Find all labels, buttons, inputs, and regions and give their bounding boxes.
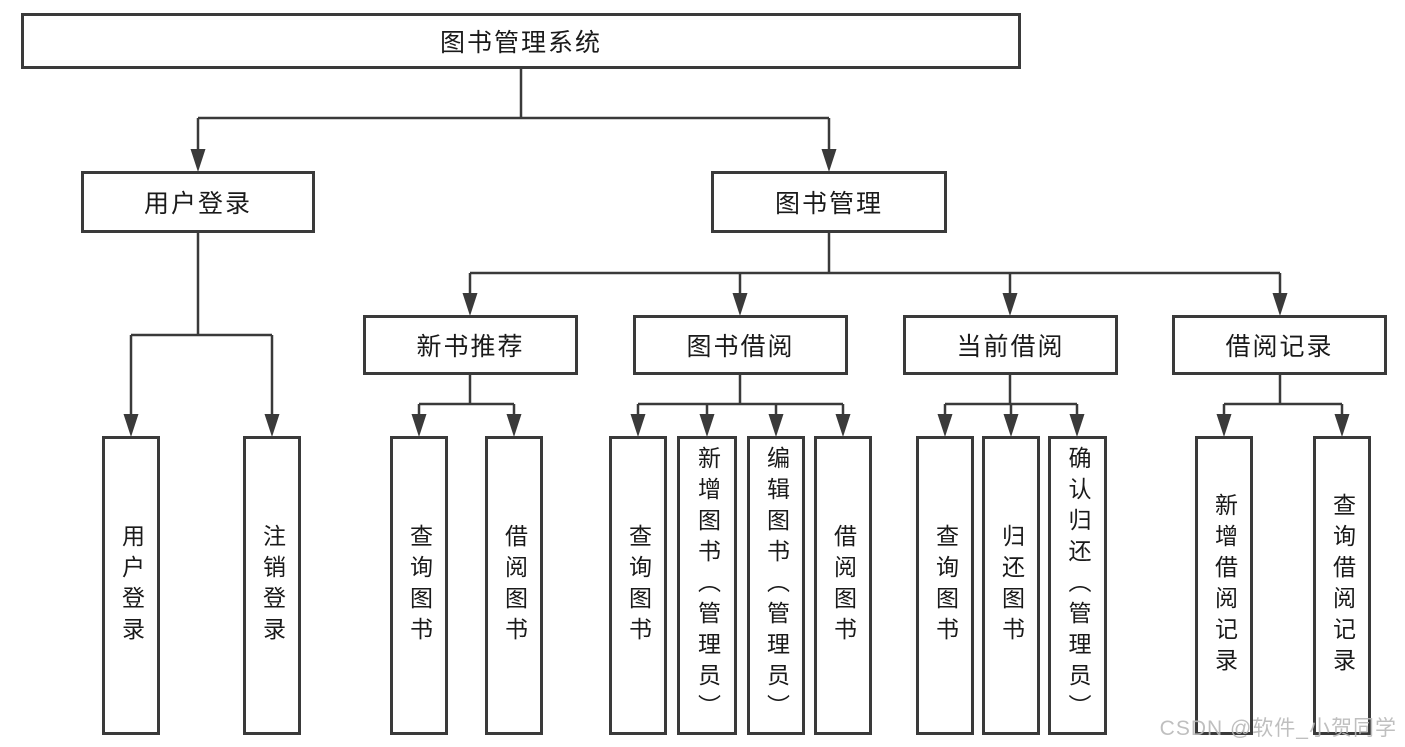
leaf-add-borrow-record-label: 新增借阅记录 [1211,492,1238,679]
node-borrowing-records: 借阅记录 [1172,315,1387,375]
leaf-return-books-label: 归还图书 [998,523,1025,648]
leaf-query-books-current-label: 查询图书 [932,523,959,648]
node-new-book-recommend-label: 新书推荐 [416,333,525,361]
node-book-borrowing: 图书借阅 [633,315,848,375]
node-current-borrowing: 当前借阅 [903,315,1118,375]
leaf-borrow-books-label: 借阅图书 [830,523,857,648]
leaf-edit-books-admin: 编辑图书（管理员） [747,436,805,735]
node-book-management-label: 图书管理 [774,190,883,218]
leaf-query-books-borrowing: 查询图书 [609,436,667,735]
leaf-edit-books-admin-label: 编辑图书（管理员） [763,446,790,725]
leaf-logout: 注销登录 [243,436,301,735]
leaf-borrow-books-recommend-label: 借阅图书 [501,523,528,648]
leaf-confirm-return-admin: 确认归还（管理员） [1048,436,1107,735]
node-root-label: 图书管理系统 [439,29,602,57]
node-book-management: 图书管理 [711,171,947,233]
leaf-borrow-books-recommend: 借阅图书 [485,436,543,735]
node-user-login-label: 用户登录 [143,190,252,218]
leaf-borrow-books: 借阅图书 [814,436,872,735]
node-root: 图书管理系统 [21,13,1021,69]
leaf-user-login: 用户登录 [102,436,160,735]
node-borrowing-records-label: 借阅记录 [1225,333,1334,361]
node-new-book-recommend: 新书推荐 [363,315,578,375]
leaf-add-books-admin: 新增图书（管理员） [677,436,737,735]
leaf-query-books-recommend-label: 查询图书 [406,523,433,648]
leaf-confirm-return-admin-label: 确认归还（管理员） [1065,446,1091,725]
node-book-borrowing-label: 图书借阅 [686,333,795,361]
node-current-borrowing-label: 当前借阅 [956,333,1065,361]
leaf-query-borrow-record: 查询借阅记录 [1313,436,1371,735]
leaf-user-login-label: 用户登录 [118,523,145,648]
leaf-add-books-admin-label: 新增图书（管理员） [694,446,721,725]
csdn-watermark: CSDN @软件_小贺同学 [1159,717,1397,740]
node-user-login: 用户登录 [81,171,315,233]
leaf-return-books: 归还图书 [982,436,1040,735]
leaf-logout-label: 注销登录 [259,523,286,648]
leaf-add-borrow-record: 新增借阅记录 [1195,436,1253,735]
leaf-query-borrow-record-label: 查询借阅记录 [1329,492,1356,679]
leaf-query-books-current: 查询图书 [916,436,974,735]
leaf-query-books-recommend: 查询图书 [390,436,448,735]
leaf-query-books-borrowing-label: 查询图书 [625,523,652,648]
